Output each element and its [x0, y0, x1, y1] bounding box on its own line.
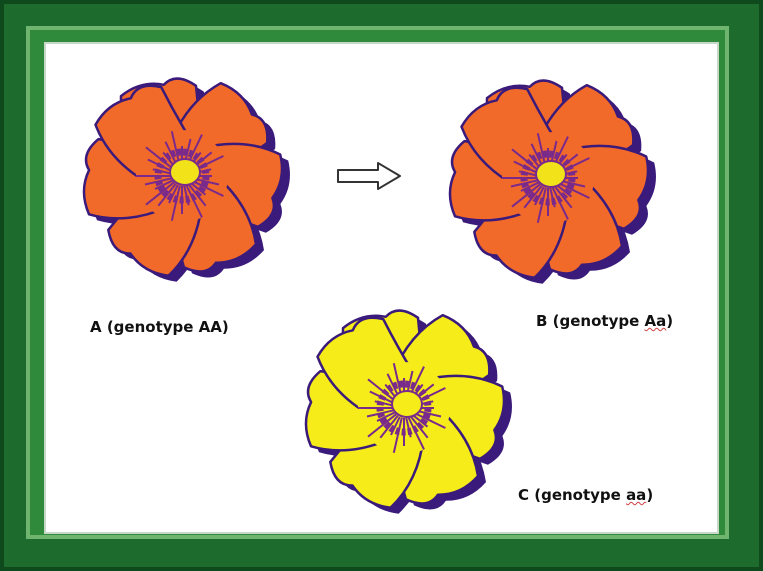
flower-a-pistil	[170, 159, 200, 185]
label-a-prefix: A (genotype	[90, 318, 199, 336]
label-a-suffix: )	[222, 318, 229, 336]
label-c-prefix: C (genotype	[518, 486, 626, 504]
flower-c-center	[392, 391, 422, 417]
label-b-suffix: )	[666, 312, 673, 330]
label-c-suffix: )	[646, 486, 653, 504]
label-flower-b: B (genotype Aa)	[536, 312, 673, 330]
label-flower-c: C (genotype aa)	[518, 486, 653, 504]
right-arrow-icon	[336, 160, 404, 192]
flower-b-center	[536, 161, 566, 187]
label-c-genotype: aa	[626, 486, 646, 504]
flower-b-pistil	[536, 161, 566, 187]
flower-c-pistil	[392, 391, 422, 417]
flower-c	[284, 292, 524, 524]
flower-a	[62, 60, 302, 292]
label-b-genotype: Aa	[645, 312, 667, 330]
flower-b	[428, 62, 668, 294]
label-b-prefix: B (genotype	[536, 312, 645, 330]
label-a-genotype: AA	[199, 318, 222, 336]
flower-a-center	[170, 159, 200, 185]
label-flower-a: A (genotype AA)	[90, 318, 229, 336]
